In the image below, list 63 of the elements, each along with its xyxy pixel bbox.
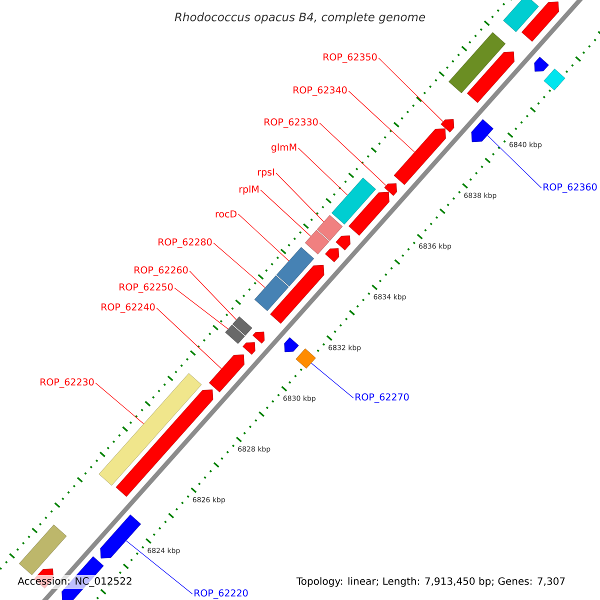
gene-block	[521, 2, 559, 42]
gene-label: ROP_62280	[158, 238, 212, 248]
gene-label: glmM	[271, 143, 296, 153]
gene-block	[466, 52, 514, 103]
leader-line	[126, 540, 193, 594]
leader-line	[156, 308, 222, 370]
gene-box	[276, 247, 314, 286]
gene-label: ROP_62350	[324, 53, 377, 63]
leader-line	[95, 382, 144, 424]
gene-box	[232, 316, 252, 336]
leader-line	[260, 190, 312, 237]
gene-block	[471, 119, 494, 142]
footer-text: Topology: linear; Length: 7,913,450 bp; Genes: 7,307	[294, 575, 568, 589]
gene-box	[18, 524, 67, 576]
gene-label: ROP_62270	[356, 393, 409, 403]
leader-line	[319, 122, 386, 186]
gene-label: ROP_62220	[194, 589, 248, 599]
title: Rhodococcus opacus B4, complete genome	[174, 12, 426, 24]
gene-box	[316, 215, 343, 241]
gene-box	[225, 324, 245, 344]
gene-label: ROP_62250	[120, 283, 173, 293]
gene-box	[296, 348, 316, 369]
gene-label: rplM	[239, 185, 258, 195]
gene-box	[304, 230, 330, 254]
gene-block	[534, 56, 549, 72]
gene-block	[284, 337, 299, 352]
leader-line	[378, 58, 444, 122]
gene-block	[384, 183, 397, 196]
gene-block	[348, 192, 390, 236]
gene-block	[242, 342, 256, 355]
gene-label: ROP_62340	[294, 86, 347, 96]
gene-block	[325, 248, 340, 262]
gene-box	[332, 178, 376, 224]
gene-label: ROP_62260	[134, 266, 188, 276]
leader-line	[311, 362, 354, 398]
leader-line	[174, 288, 228, 330]
footer-text: Accession: NC_012522	[16, 575, 134, 589]
gene-block	[270, 264, 324, 324]
gene-block	[336, 235, 350, 250]
gene-label: rpsI	[258, 168, 274, 178]
leader-line	[238, 214, 290, 262]
gene-label: rocD	[216, 210, 236, 218]
leader-line	[298, 148, 348, 196]
leader-line	[487, 135, 542, 188]
gene-box	[544, 68, 566, 90]
gene-block	[394, 128, 446, 185]
gene-label: ROP_62360	[544, 183, 597, 193]
gene-box	[254, 275, 289, 312]
gene-block	[252, 332, 265, 344]
leader-line	[189, 270, 237, 320]
gene-block	[440, 119, 454, 132]
leader-line	[213, 242, 266, 288]
gene-box	[448, 32, 506, 94]
gene-block	[208, 354, 244, 392]
gene-block	[100, 514, 141, 558]
gene-label: ROP_62330	[264, 118, 318, 128]
gene-label: ROP_62230	[40, 378, 94, 388]
gene-label: ROP_62240	[102, 303, 155, 313]
gene-block	[116, 390, 214, 497]
leader-line	[348, 90, 415, 152]
gene-box	[503, 0, 539, 32]
gene-box	[98, 373, 202, 486]
leader-line	[276, 172, 324, 222]
